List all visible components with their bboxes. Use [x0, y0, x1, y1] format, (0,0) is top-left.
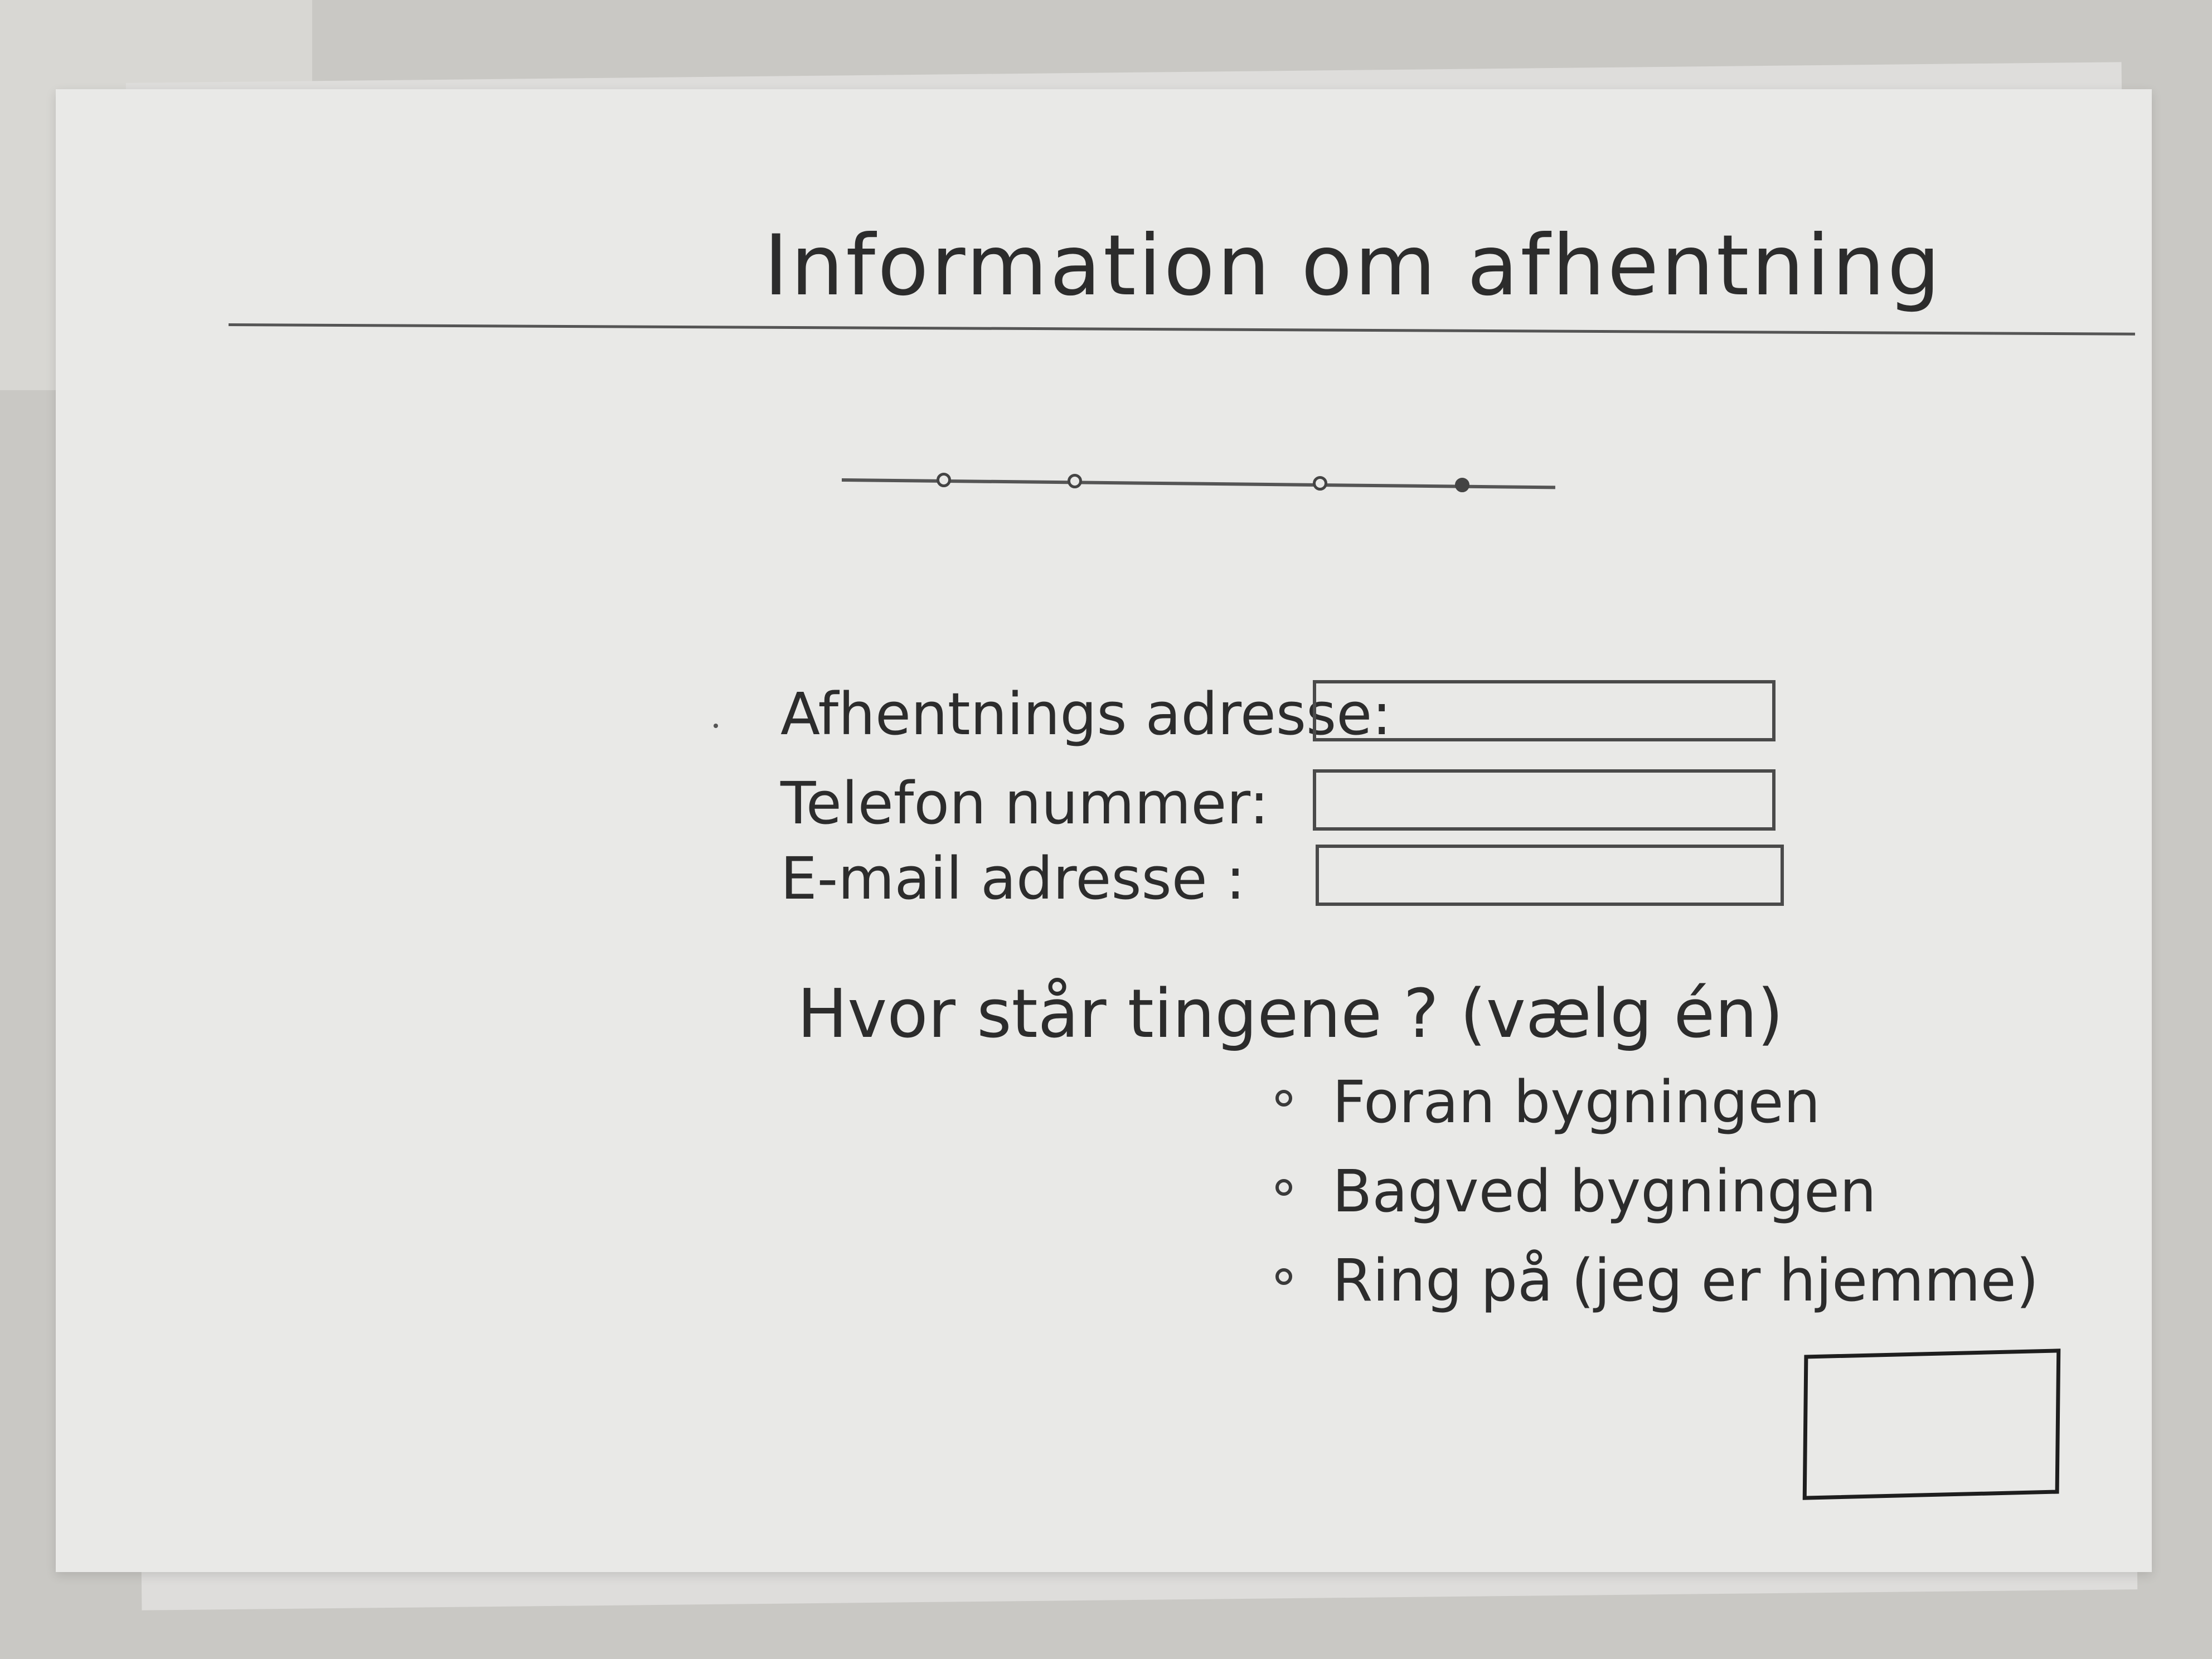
form-row-email-address: E-mail adresse : [780, 833, 1812, 913]
option-label: Ring på (jeg er hjemme) [1332, 1246, 2039, 1314]
phone-number-input[interactable] [1313, 769, 1776, 831]
option-label: Foran bygningen [1332, 1068, 1821, 1136]
email-address-label: E-mail adresse : [780, 845, 1245, 913]
phone-number-label: Telefon nummer: [780, 769, 1269, 837]
option-front-of-building[interactable]: Foran bygningen [1265, 1059, 2102, 1137]
page-title: Information om afhentning [764, 217, 1943, 314]
pickup-address-label: Afhentnings adresse: [780, 680, 1392, 748]
continue-button[interactable] [1802, 1348, 2061, 1500]
radio-button[interactable] [1275, 1268, 1292, 1285]
header-divider [228, 323, 2135, 336]
progress-step-2[interactable] [1068, 474, 1082, 488]
progress-step-1[interactable] [937, 473, 951, 487]
pickup-address-input[interactable] [1313, 680, 1776, 741]
progress-stepper [841, 468, 1555, 502]
location-question: Hvor står tingene ? (vælg én) [797, 976, 1784, 1053]
email-address-input[interactable] [1316, 845, 1784, 906]
form-row-pickup-address: Afhentnings adresse: [780, 669, 1812, 748]
option-behind-building[interactable]: Bagved bygningen [1265, 1148, 2102, 1226]
option-ring-doorbell[interactable]: Ring på (jeg er hjemme) [1265, 1238, 2102, 1316]
progress-step-4-current[interactable] [1455, 478, 1469, 492]
option-label: Bagved bygningen [1332, 1157, 1876, 1225]
radio-button[interactable] [1275, 1179, 1292, 1196]
form-row-phone-number: Telefon nummer: [780, 758, 1812, 837]
sketch-sheet: Information om afhentning Afhentnings ad… [56, 89, 2152, 1572]
stray-pencil-mark [714, 724, 718, 728]
progress-step-3[interactable] [1313, 476, 1327, 491]
radio-button[interactable] [1275, 1090, 1292, 1107]
